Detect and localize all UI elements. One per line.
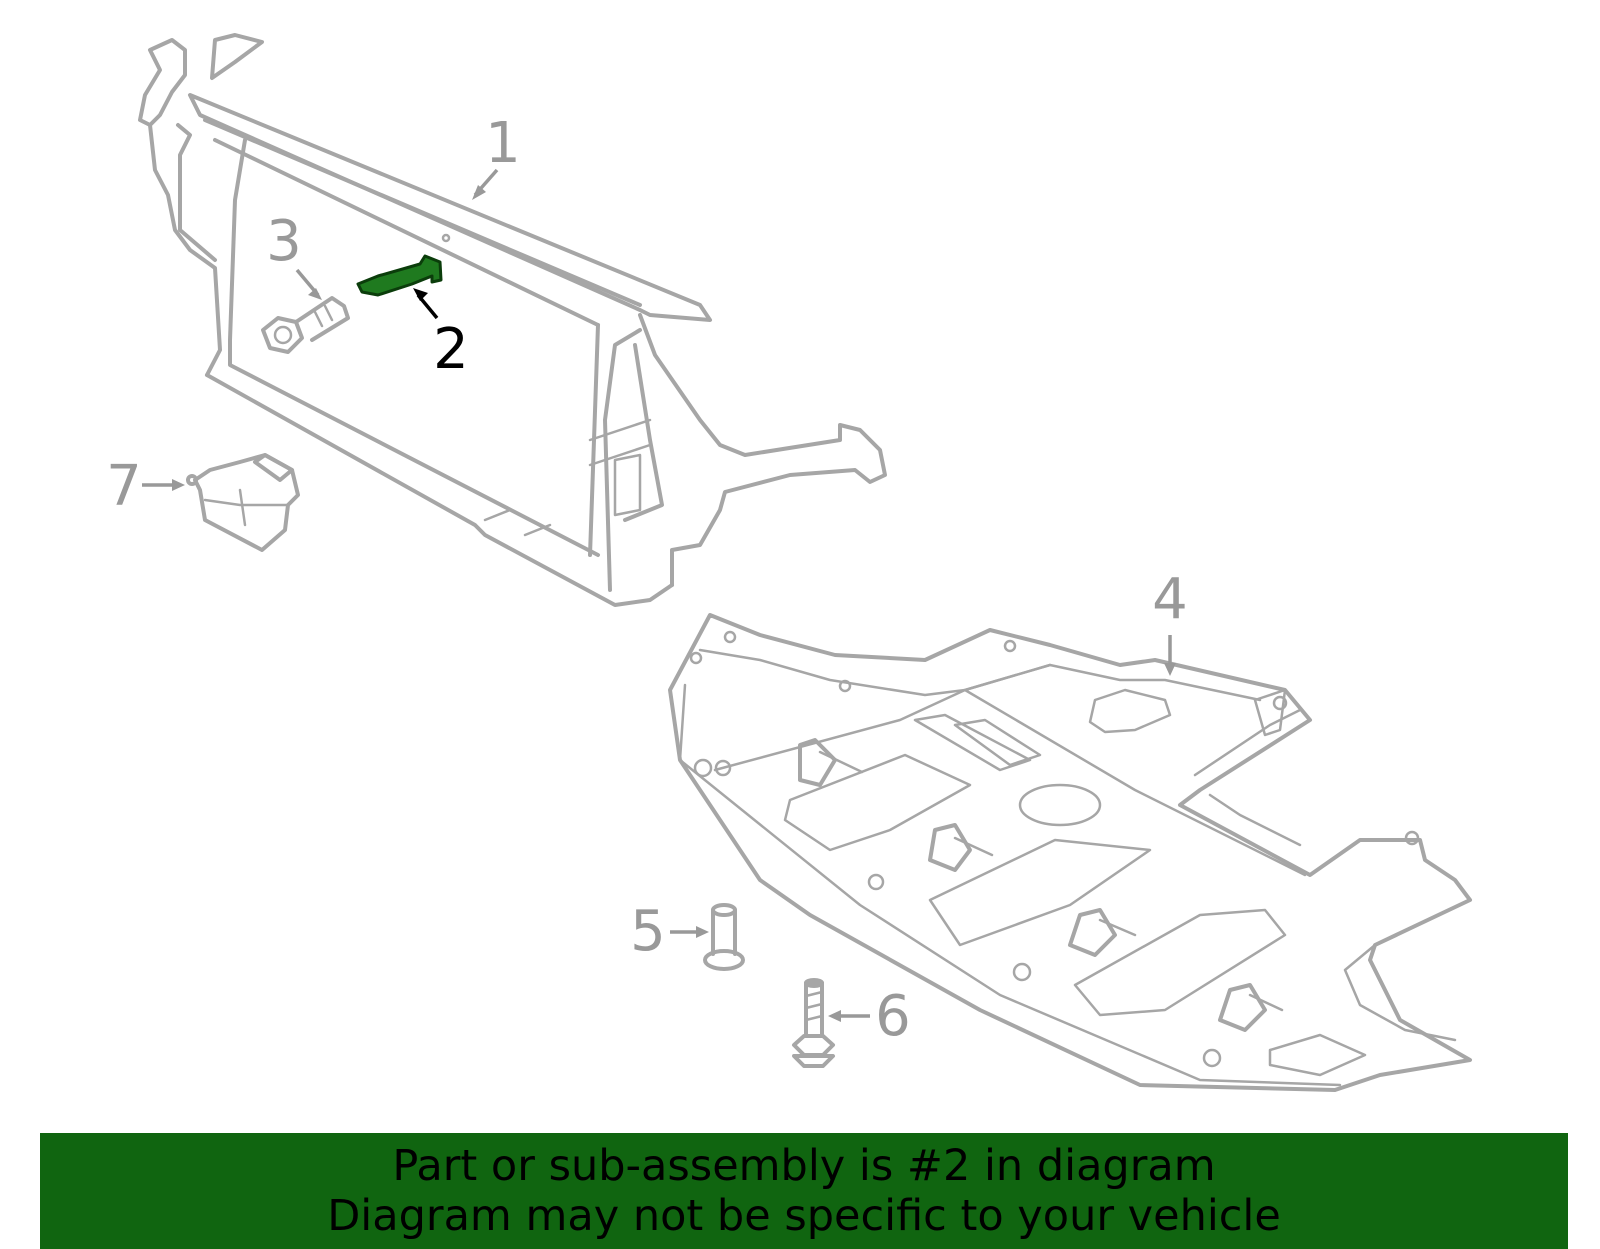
parts-diagram: 1 2 3 4 5 6 7	[106, 33, 1472, 1092]
info-banner: Part or sub-assembly is #2 in diagram Di…	[40, 1133, 1568, 1249]
radiator-support-part-1	[138, 33, 887, 607]
push-pin-part-5	[703, 903, 745, 971]
callout-5: 5	[630, 899, 666, 964]
callout-6: 6	[875, 984, 911, 1049]
clip-part-7	[186, 453, 300, 552]
banner-disclaimer: Diagram may not be specific to your vehi…	[327, 1191, 1281, 1241]
bolt-part-3	[261, 296, 350, 354]
callout-3: 3	[266, 209, 302, 274]
callout-7: 7	[106, 454, 142, 519]
banner-part-note: Part or sub-assembly is #2 in diagram	[392, 1141, 1216, 1191]
callout-1: 1	[485, 111, 521, 176]
bracket-part-2	[356, 254, 443, 297]
callout-4: 4	[1152, 567, 1188, 632]
callout-2: 2	[433, 317, 469, 382]
leader-lines	[142, 168, 1176, 1022]
bolt-part-6	[792, 978, 835, 1068]
under-cover-part-4	[668, 613, 1472, 1092]
